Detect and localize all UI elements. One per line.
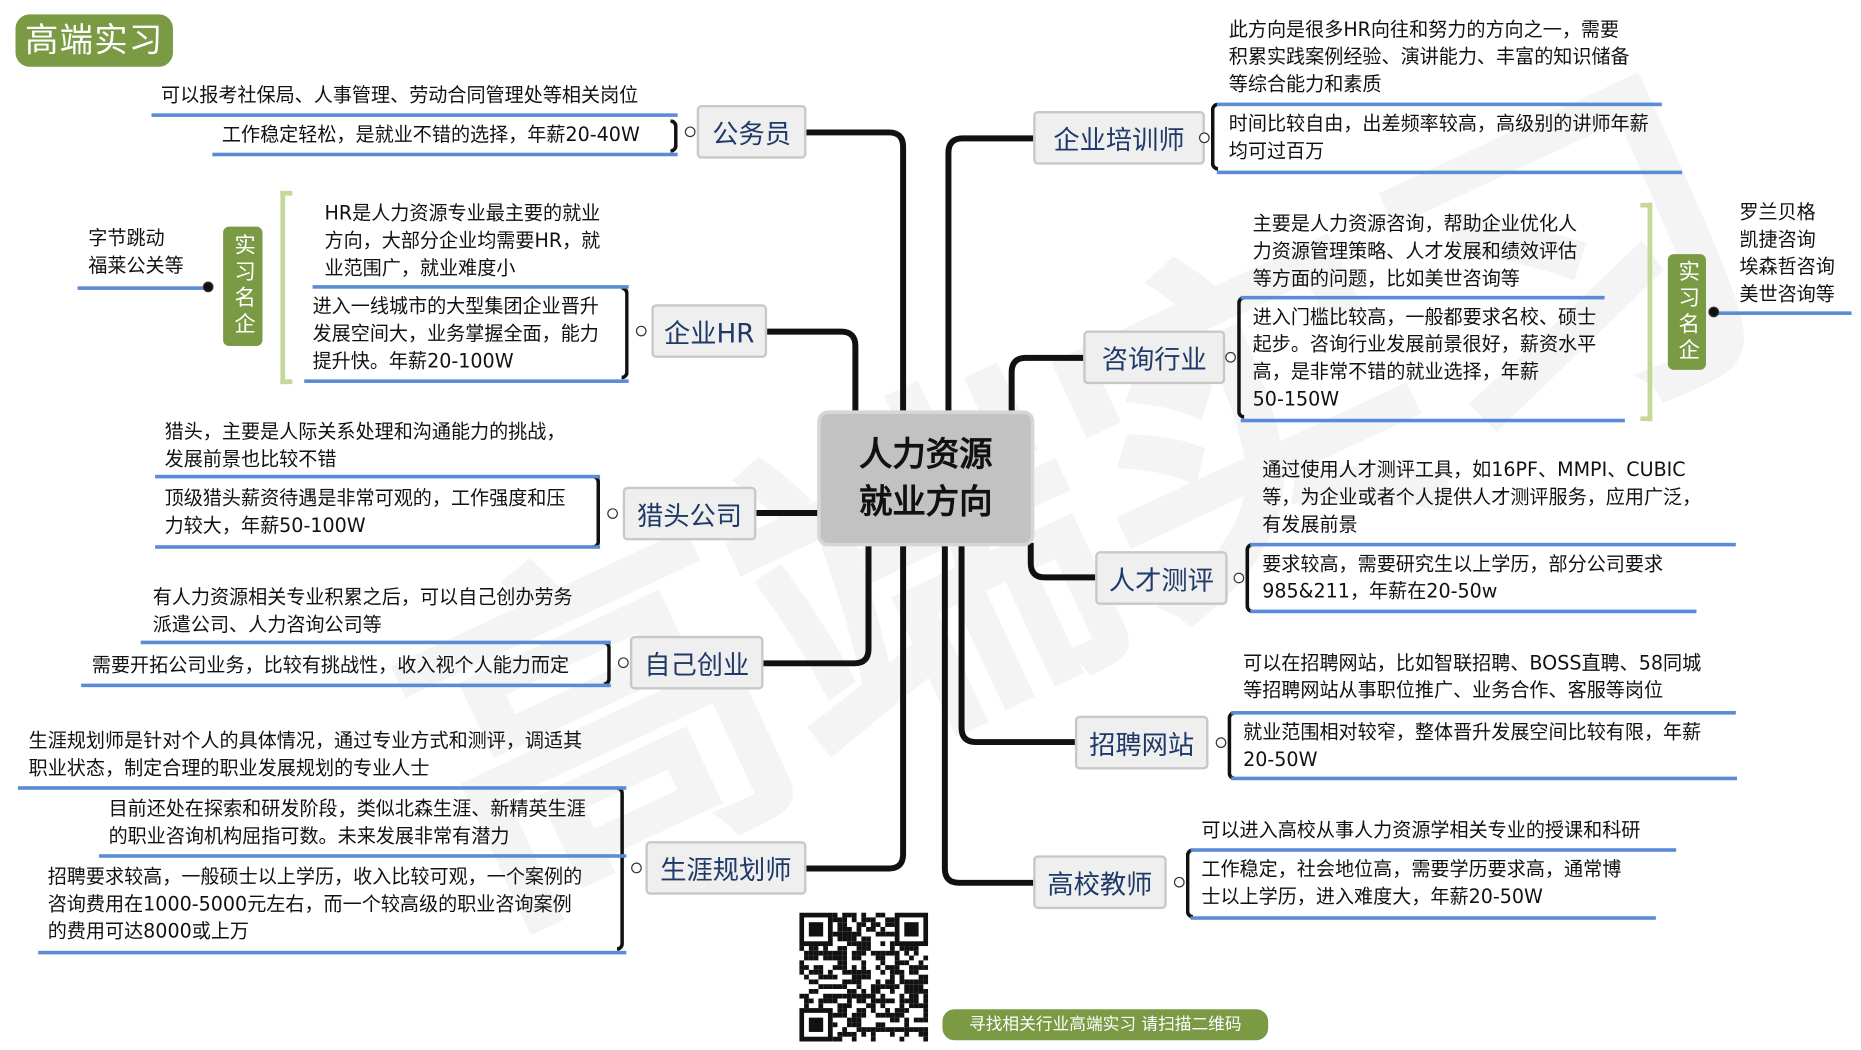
bracket [670, 119, 678, 153]
collapse-toggle[interactable] [1225, 351, 1236, 363]
connector-line [941, 542, 1034, 886]
note-text: 要求较高，需要研究生以上学历，部分公司要求 985&211，年薪在20-50w [1250, 550, 1697, 614]
connector-line [958, 542, 1075, 746]
collapse-toggle[interactable] [202, 281, 214, 293]
note-text: 时间比较自由，出差频率较高，高级别的讲师年薪 均可过百万 [1216, 110, 1683, 175]
topic-node[interactable]: 企业培训师 [1033, 110, 1205, 165]
note-text: 顶级猎头薪资待遇是非常可观的，工作强度和压 力较大，年薪50-100W [155, 484, 601, 549]
note-text: 工作稳定轻松，是就业不错的选择，年薪20-40W [212, 120, 678, 157]
collapse-toggle[interactable] [617, 656, 629, 668]
company-list: 罗兰贝格 凯捷咨询 埃森哲咨询 美世咨询等 [1717, 198, 1852, 315]
note-text: 需要开拓公司业务，比较有挑战性，收入视个人能力而定 [81, 651, 611, 688]
topic-node[interactable]: 猎头公司 [622, 486, 757, 541]
connector-line [767, 328, 859, 414]
connector-line [806, 542, 907, 872]
collapse-toggle[interactable] [1173, 876, 1185, 887]
connector-line [806, 129, 907, 414]
connector-line [763, 542, 872, 667]
qr-code[interactable] [799, 912, 929, 1042]
collapse-toggle[interactable] [1708, 306, 1720, 318]
topic-node[interactable]: 人才测评 [1095, 551, 1228, 605]
note-text: 有人力资源相关专业积累之后，可以自己创办劳务 派遣公司、人力咨询公司等 [140, 583, 611, 645]
note-text: 可以报考社保局、人事管理、劳动合同管理处等相关岗位 [151, 81, 678, 117]
connector-line [1027, 542, 1096, 581]
note-text: 进入门槛比较高，一般都要求名校、硕士 起步。咨询行业发展前景很好，薪资水平 高，… [1240, 303, 1625, 423]
connector-line [945, 135, 1034, 414]
topic-node[interactable]: 生涯规划师 [645, 841, 807, 895]
logo-badge: 高端实习 [15, 14, 173, 67]
collapse-toggle[interactable] [1233, 572, 1245, 583]
topic-node[interactable]: 企业HR [651, 304, 768, 358]
bracket [1185, 848, 1193, 919]
bracket [1245, 542, 1253, 614]
central-topic-line2: 就业方向 [858, 481, 993, 522]
topic-node[interactable]: 公务员 [696, 104, 807, 159]
note-text: 可以进入高校从事人力资源学相关专业的授课和科研 [1190, 816, 1677, 852]
collapse-toggle[interactable] [607, 507, 618, 519]
note-text: 工作稳定，社会地位高，需要学历要求高，通常博 士以上学历，进入难度大，年薪20-… [1190, 855, 1656, 920]
note-text: 进入一线城市的大型集团企业晋升 发展空间大，业务掌握全面，能力 提升快。年薪20… [304, 292, 629, 383]
note-text: 生涯规划师是针对个人的具体情况，通过专业方式和测评，调适其 职业状态，制定合理的… [17, 727, 627, 790]
note-text: HR是人力资源专业最主要的就业 方向，大部分企业均需要HR，就 业范围广，就业难… [312, 199, 629, 289]
topic-node[interactable]: 咨询行业 [1083, 330, 1226, 385]
company-list: 字节跳动 福莱公关等 [77, 224, 213, 290]
note-text: 就业范围相对较窄，整体晋升发展空间比较有限，年薪 20-50W [1231, 718, 1738, 781]
note-text: 主要是人力资源咨询，帮助企业优化人 力资源管理策略、人才发展和绩效评估 等方面的… [1240, 210, 1605, 300]
collapse-toggle[interactable] [635, 325, 647, 336]
topic-node[interactable]: 高校教师 [1033, 855, 1167, 910]
internship-badge[interactable]: 实习名企 [223, 226, 263, 346]
note-text: 通过使用人才测评工具，如16PF、MMPI、CUBIC 等，为企业或者个人提供人… [1250, 456, 1736, 547]
group-bracket [1640, 202, 1653, 422]
group-bracket [280, 190, 293, 385]
note-text: 目前还处在探索和研发阶段，类似北森生涯、新精英生涯 的职业咨询机构屈指可数。未来… [99, 795, 627, 858]
note-text: 猎头，主要是人际关系处理和沟通能力的挑战， 发展前景也比较不错 [155, 418, 601, 479]
topic-node[interactable]: 自己创业 [629, 635, 764, 690]
collapse-toggle[interactable] [1198, 131, 1210, 143]
connector-line [1008, 354, 1084, 414]
internship-badge[interactable]: 实习名企 [1667, 254, 1706, 370]
collapse-toggle[interactable] [684, 125, 696, 137]
topic-node[interactable]: 招聘网站 [1074, 715, 1209, 770]
central-topic[interactable]: 人力资源 就业方向 [820, 413, 1031, 543]
qr-prompt-banner: 寻找相关行业高端实习 请扫描二维码 [942, 1009, 1269, 1041]
note-text: 可以在招聘网站，比如智联招聘、BOSS直聘、58同城 等招聘网站从事职位推广、业… [1231, 649, 1736, 715]
bracket [1210, 102, 1219, 171]
collapse-toggle[interactable] [1215, 736, 1227, 748]
note-text: 招聘要求较高，一般硕士以上学历，收入比较可观，一个案例的 咨询费用在1000-5… [38, 863, 627, 955]
central-topic-line1: 人力资源 [858, 434, 993, 474]
note-text: 此方向是很多HR向往和努力的方向之一，需要 积累实践案例经验、演讲能力、丰富的知… [1216, 16, 1662, 107]
collapse-toggle[interactable] [631, 861, 642, 873]
